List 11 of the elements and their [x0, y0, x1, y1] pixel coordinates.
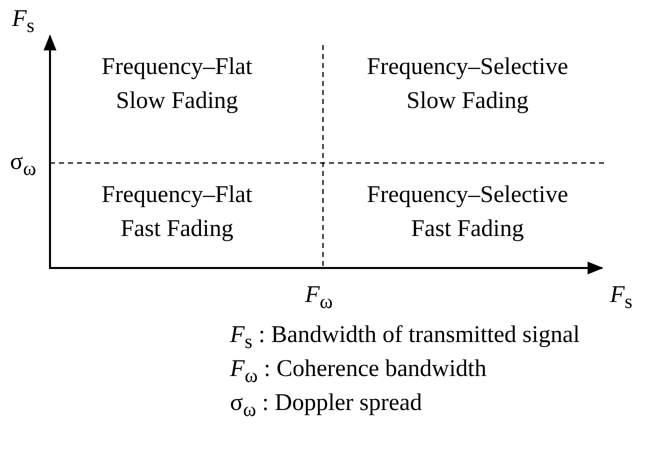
quadrant-label: Frequency–Selective Slow Fading	[366, 53, 570, 116]
threshold-label: F$_{ω}$	[305, 281, 333, 315]
quadrant-label: Frequency–Selective Fast Fading	[366, 181, 570, 244]
axis-label: F$_{s}$	[610, 281, 632, 315]
legend-note: F$_{ω}$ : Coherence bandwidth	[230, 355, 486, 389]
legend-note: σ$_{ω}$ : Doppler spread	[230, 389, 422, 423]
quadrant-label: Frequency–Flat Slow Fading	[100, 53, 254, 116]
legend-note: F$_{s}$ : Bandwidth of transmitted signal	[230, 321, 580, 355]
axis-label: F$_{s}$	[12, 5, 34, 39]
quadrant-label: Frequency–Flat Fast Fading	[100, 181, 254, 244]
threshold-label: σ$_{ω}$	[10, 148, 36, 182]
